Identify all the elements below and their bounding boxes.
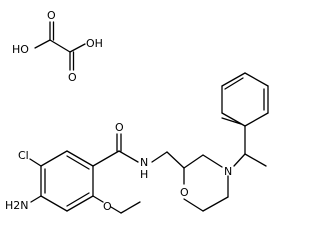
bond (233, 153, 246, 167)
atom-label-chloro: Cl (18, 149, 29, 162)
bond (202, 196, 229, 212)
bond (221, 117, 242, 125)
bond (183, 198, 204, 212)
bond (69, 43, 86, 53)
bond (183, 154, 204, 169)
atom-label-amino: H2N (5, 199, 29, 212)
bond (40, 150, 68, 167)
morpholine-ring-bonds (183, 154, 229, 212)
bond (244, 112, 269, 127)
atom-label-oxalic-o-bottom: O (68, 71, 77, 84)
bond (221, 72, 246, 87)
bond (202, 154, 223, 168)
ring-substituent-bonds (29, 133, 185, 214)
atom-label-morpholine-n: N (224, 165, 232, 178)
bond (118, 150, 139, 163)
bond (66, 150, 94, 167)
bond (224, 77, 244, 90)
bond (110, 206, 122, 214)
atom-label-ether-o: O (103, 200, 112, 213)
atom-label-amide-n: N (140, 156, 148, 169)
bond (49, 39, 71, 53)
bond (92, 150, 120, 167)
atom-labels: HO OH O O O N H Cl H2N O O N (5, 9, 232, 213)
bond (120, 201, 141, 214)
bond (66, 155, 90, 170)
bond (151, 151, 168, 163)
bond (66, 192, 90, 207)
bond (40, 195, 68, 212)
structure-drawing: HO OH O O O N H Cl H2N O O N (5, 9, 269, 214)
atom-label-oxalic-oh-right: OH (86, 37, 103, 50)
atom-label-amide-h: H (140, 168, 148, 181)
bond (30, 195, 42, 203)
benzene-ring-bonds (40, 150, 94, 212)
oxalic-acid-bonds (34, 21, 86, 71)
atom-label-oxalic-oh-left: HO (12, 43, 29, 56)
atom-label-oxalic-o-top: O (47, 9, 56, 22)
bond (34, 39, 51, 49)
bond (92, 195, 104, 203)
molecule-diagram: HO OH O O O N H Cl H2N O O N (5, 9, 269, 214)
atom-label-morpholine-o: O (180, 186, 189, 199)
bond (244, 72, 269, 87)
bond (166, 151, 185, 169)
bond (29, 158, 42, 167)
atom-label-amide-o: O (115, 121, 124, 134)
bond (66, 195, 94, 212)
phenylethyl-bonds (221, 72, 269, 167)
bond (244, 153, 267, 167)
